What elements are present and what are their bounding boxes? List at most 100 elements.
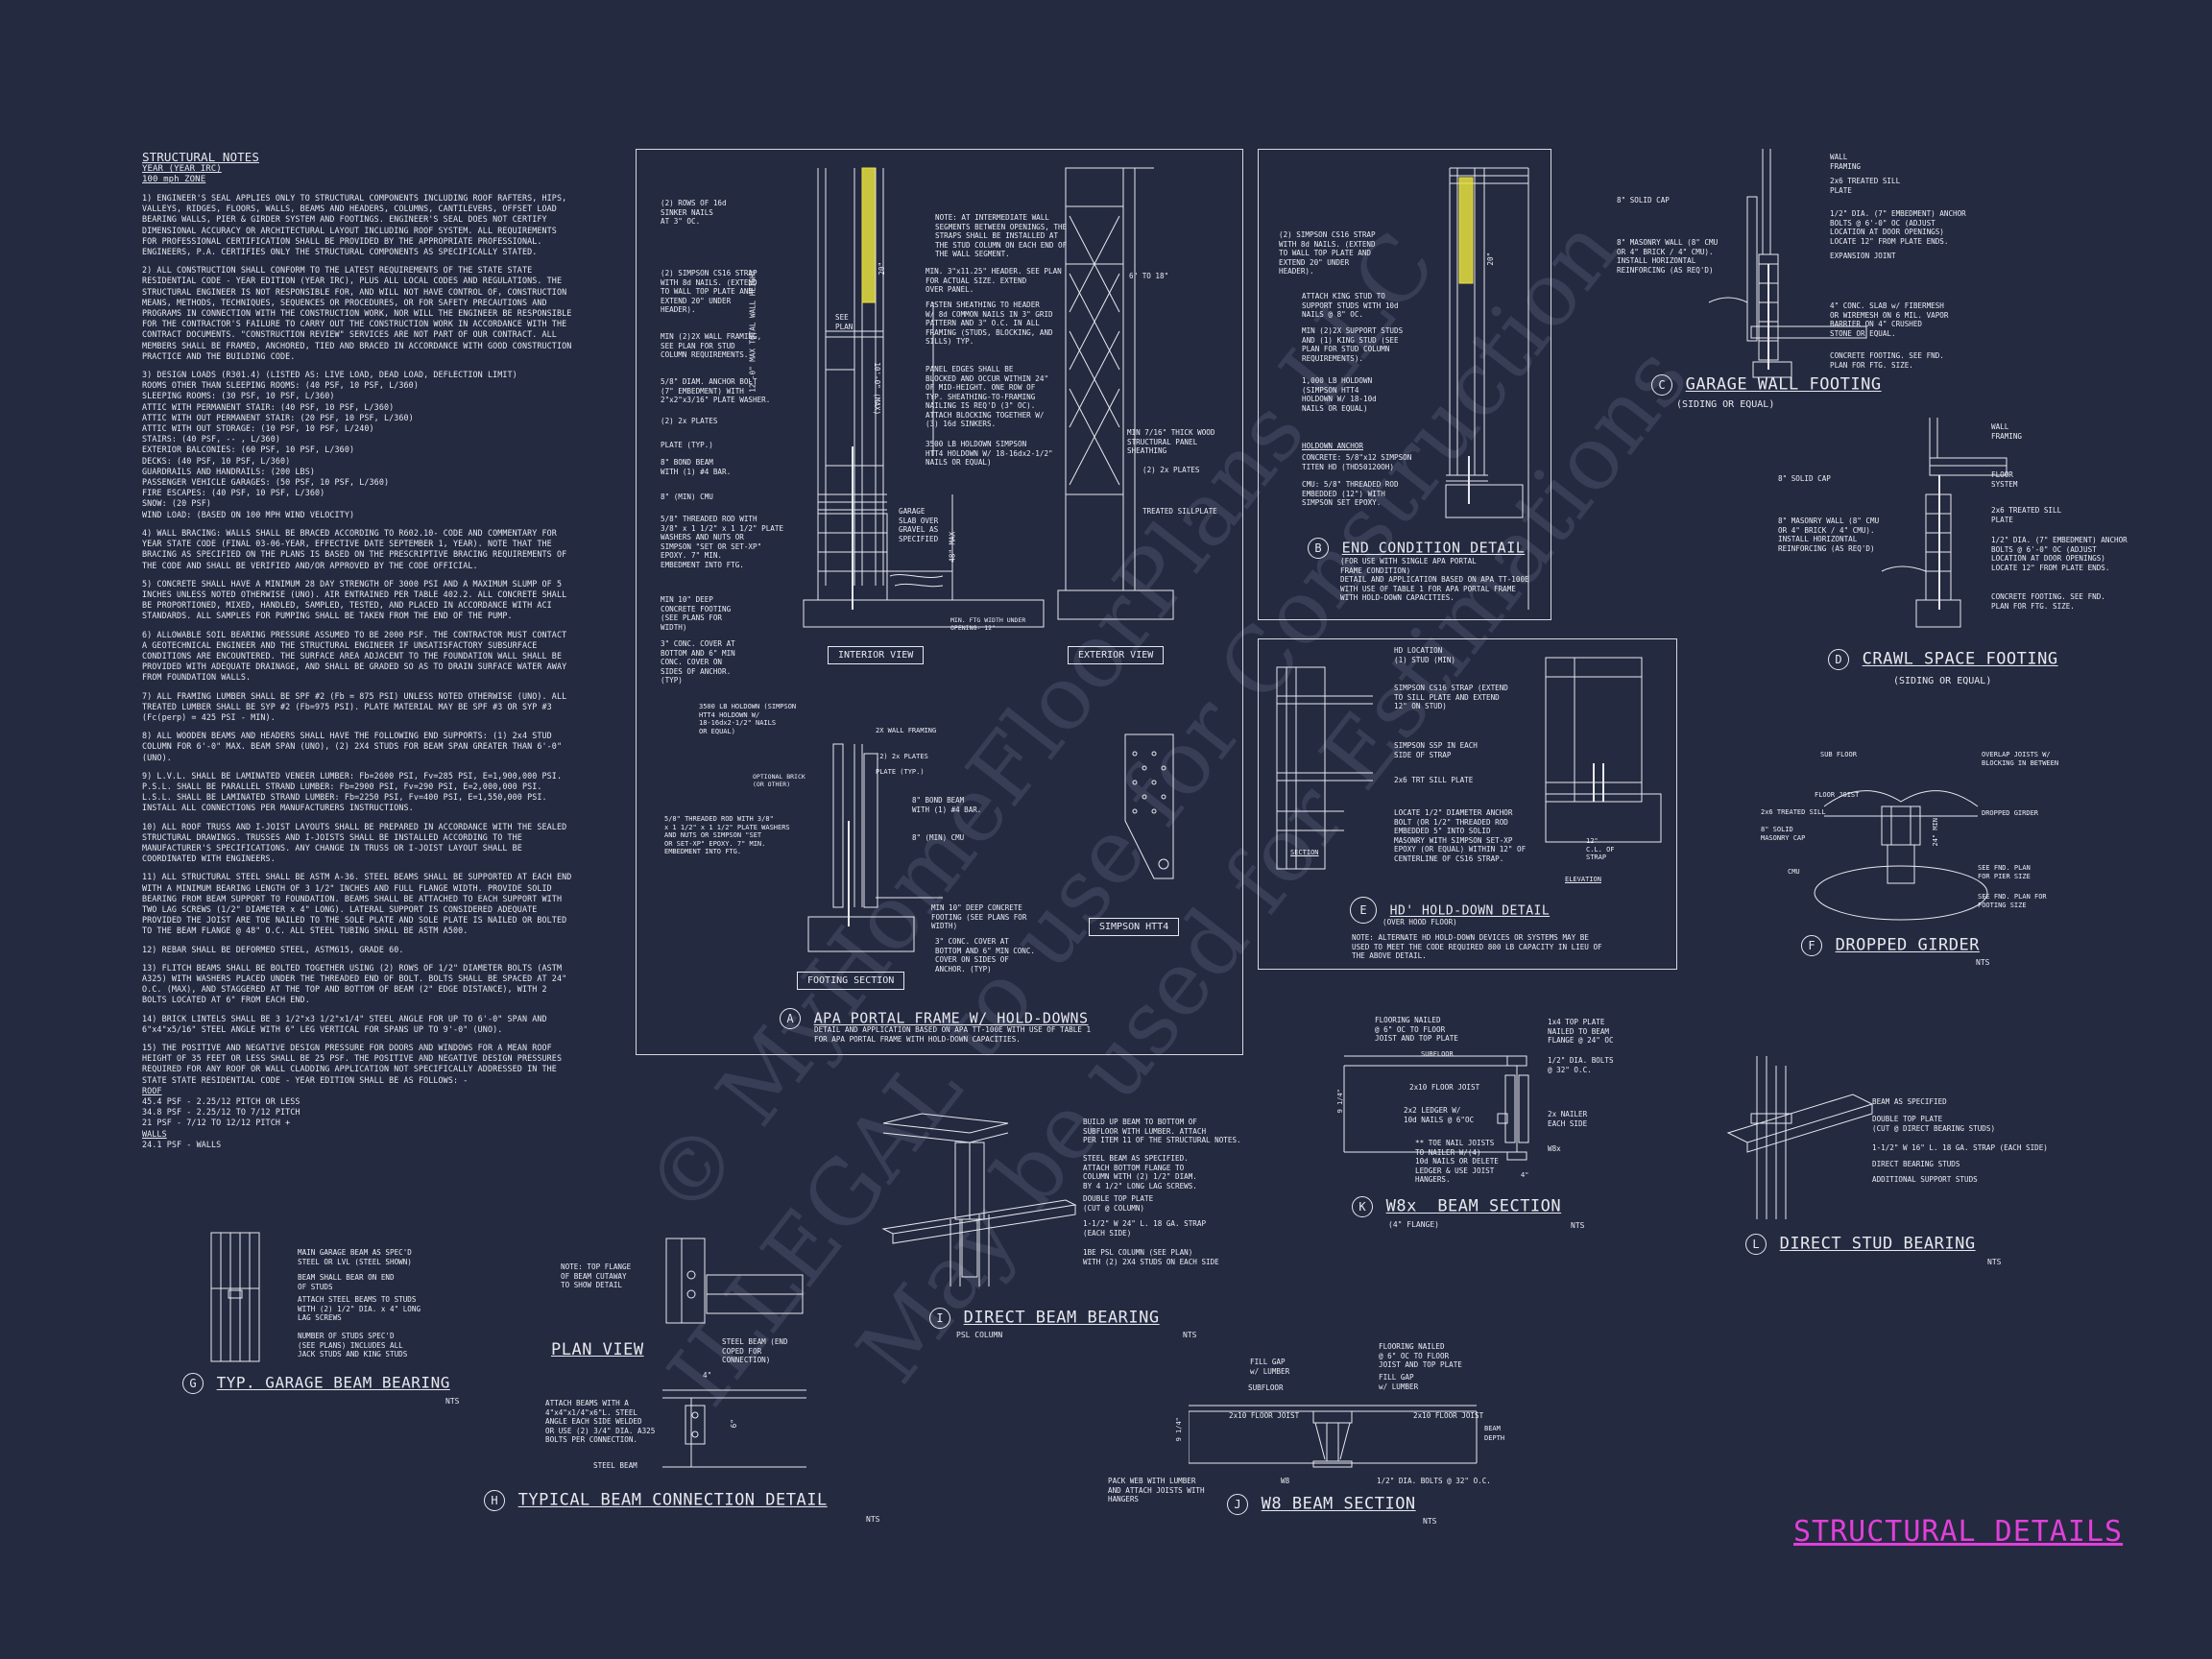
note-14: 14) BRICK LINTELS SHALL BE 3 1/2"x3 1/2"… (142, 1013, 547, 1034)
detail-b-label-2: ATTACH KING STUD TO SUPPORT STUDS WITH 1… (1302, 292, 1399, 319)
detail-a-footing-label-10: 3" CONC. COVER AT BOTTOM AND 6" MIN CONC… (935, 937, 1035, 974)
detail-j-label-5: 2x10 FLOOR JOIST (1229, 1411, 1300, 1420)
detail-j-label-8: W8 (1281, 1477, 1290, 1485)
detail-a-exterior-view: EXTERIOR VIEW (1068, 646, 1165, 664)
detail-a-title-block: A APA PORTAL FRAME W/ HOLD-DOWNS (780, 1008, 1089, 1029)
detail-e-label-5: LOCATE 1/2" DIAMETER ANCHOR BOLT (OR 1/2… (1394, 808, 1527, 863)
note-6: 6) ALLOWABLE SOIL BEARING PRESSURE ASSUM… (142, 629, 567, 683)
detail-a-simpson-htt4: SIMPSON HTT4 (1089, 918, 1180, 936)
wall-pressures: 24.1 PSF - WALLS (142, 1139, 222, 1149)
note-11: 11) ALL STRUCTURAL STEEL SHALL BE ASTM A… (142, 872, 572, 936)
detail-j-title-block: J W8 BEAM SECTION (1227, 1494, 1416, 1515)
detail-a-dim-10: 10'-0" (MAX) (873, 362, 882, 416)
detail-i-subtitle: PSL COLUMN (956, 1331, 1003, 1339)
detail-a-footing-label-8: 8" (MIN) CMU (912, 833, 965, 842)
detail-a-note-5: 3500 LB HOLDOWN SIMPSON HTT4 HOLDOWN W/ … (926, 440, 1053, 467)
detail-k-label-7: 1/2" DIA. BOLTS @ 32" O.C. (1548, 1056, 1614, 1074)
wall-pressure-heading: WALLS (142, 1128, 167, 1139)
detail-k-title: W8x BEAM SECTION (1385, 1196, 1562, 1216)
detail-j-dim-1: 9 1/4" (1174, 1417, 1183, 1442)
detail-c-label-7: 4" CONC. SLAB w/ FIBERMESH OR WIREMESH O… (1830, 301, 1949, 338)
detail-k-label-9: W8x (1548, 1144, 1561, 1153)
detail-g-label-3: ATTACH STEEL BEAMS TO STUDS WITH (2) 1/2… (298, 1295, 421, 1322)
note-8: 8) ALL WOODEN BEAMS AND HEADERS SHALL HA… (142, 731, 563, 762)
detail-g-title-block: G TYP. GARAGE BEAM BEARING (182, 1373, 450, 1394)
detail-k-label-4: 2x2 LEDGER W/ 10d NAILS @ 6"OC (1404, 1106, 1475, 1124)
detail-a-label-10: MIN 10" DEEP CONCRETE FOOTING (SEE PLANS… (661, 595, 732, 632)
detail-c-label-8: CONCRETE FOOTING. SEE FND. PLAN FOR FTG.… (1830, 351, 1944, 370)
detail-c-label-6: 8" MASONRY WALL (8" CMU OR 4" BRICK / 4"… (1617, 238, 1719, 275)
detail-e-section: SECTION (1290, 849, 1319, 856)
detail-d-label-6: 8" MASONRY WALL (8" CMU OR 4" BRICK / 4"… (1778, 517, 1880, 553)
detail-i-title-block: I DIRECT BEAM BEARING (929, 1308, 1160, 1329)
detail-h-nts: NTS (866, 1515, 880, 1524)
detail-a-dim-6: 6" TO 18" (1129, 272, 1169, 280)
detail-b-label-3: MIN (2)2X SUPPORT STUDS AND (1) KING STU… (1302, 326, 1404, 363)
detail-b-label-1: (2) SIMPSON CS16 STRAP WITH 8d NAILS. (E… (1279, 230, 1376, 276)
detail-a-interior-view: INTERIOR VIEW (828, 646, 925, 664)
structural-notes: STRUCTURAL NOTES YEAR (YEAR IRC) 100 mph… (142, 150, 574, 1150)
detail-d-title-block: D CRAWL SPACE FOOTING (1828, 649, 2058, 670)
detail-a-drawing (636, 149, 1243, 1055)
detail-a-footing-label-4: PLATE (TYP.) (876, 768, 925, 776)
detail-k-label-2: SUBFLOOR (1421, 1050, 1454, 1058)
detail-g-marker: G (182, 1373, 204, 1394)
detail-a-footing-label-5: OPTIONAL BRICK (OR OTHER) (753, 773, 805, 788)
detail-e-title: HD' HOLD-DOWN DETAIL (1389, 903, 1551, 919)
detail-a-label-11: 3" CONC. COVER AT BOTTOM AND 6" MIN CONC… (661, 639, 735, 685)
detail-i-title: DIRECT BEAM BEARING (963, 1308, 1160, 1328)
detail-l-label-1: BEAM AS SPECIFIED (1872, 1097, 1947, 1106)
detail-i-drawing (874, 1094, 1085, 1286)
note-12: 12) REBAR SHALL BE DEFORMED STEEL, ASTM6… (142, 944, 404, 954)
detail-h-dim-2: 6" (729, 1419, 738, 1429)
detail-b-title: END CONDITION DETAIL (1341, 539, 1526, 557)
detail-j-marker: J (1227, 1494, 1248, 1515)
detail-c-label-1: WALL FRAMING (1830, 153, 1862, 171)
note-5: 5) CONCRETE SHALL HAVE A MINIMUM 28 DAY … (142, 578, 567, 621)
detail-h-label-1: NOTE: TOP FLANGE OF BEAM CUTAWAY TO SHOW… (561, 1262, 632, 1289)
detail-k-label-8: 2x NAILER EACH SIDE (1548, 1110, 1588, 1128)
detail-h-label-2: STEEL BEAM (END COPED FOR CONNECTION) (722, 1337, 788, 1364)
detail-i-label-3: DOUBLE TOP PLATE (CUT @ COLUMN) (1083, 1194, 1154, 1213)
detail-k-label-3: 2x10 FLOOR JOIST (1409, 1083, 1480, 1092)
detail-f-title: DROPPED GIRDER (1835, 935, 1980, 955)
detail-j-title: W8 BEAM SECTION (1261, 1494, 1416, 1514)
detail-f-label-6: 8" SOLID MASONRY CAP (1761, 826, 1806, 842)
detail-l-marker: L (1745, 1234, 1767, 1255)
note-3: 3) DESIGN LOADS (R301.4) (LISTED AS: LIV… (142, 370, 517, 519)
detail-a-footing-label-7: 5/8" THREADED ROD WITH 3/8" x 1 1/2" x 1… (664, 815, 790, 856)
detail-i-nts: NTS (1183, 1331, 1197, 1339)
note-7: 7) ALL FRAMING LUMBER SHALL BE SPF #2 (F… (142, 690, 567, 722)
detail-a-label-4: 5/8" DIAM. ANCHOR BOLT (7" EMBEDMENT) WI… (661, 377, 771, 404)
detail-d-title: CRAWL SPACE FOOTING (1862, 649, 2058, 669)
detail-e-label-4: 2x6 TRT SILL PLATE (1394, 776, 1474, 784)
detail-d-label-3: 2x6 TREATED SILL PLATE (1991, 506, 2062, 524)
detail-f-label-8: SEE FND. PLAN FOR PIER SIZE (1978, 864, 2031, 880)
detail-l-drawing (1699, 1046, 1891, 1229)
detail-f-label-9: SEE FND. PLAN FOR FOOTING SIZE (1978, 893, 2047, 909)
detail-a-footing-label-1: 3500 LB HOLDOWN (SIMPSON HTT4 HOLDOWN W/… (699, 703, 797, 735)
note-2: 2) ALL CONSTRUCTION SHALL CONFORM TO THE… (142, 265, 572, 361)
detail-d-label-2: FLOOR SYSTEM (1991, 470, 2018, 489)
detail-a-note-9: TREATED SILLPLATE (1142, 507, 1217, 516)
detail-f-drawing (1814, 749, 1988, 921)
note-15: 15) THE POSITIVE AND NEGATIVE DESIGN PRE… (142, 1043, 563, 1085)
detail-l-label-5: ADDITIONAL SUPPORT STUDS (1872, 1175, 1978, 1184)
detail-e-elevation: ELEVATION (1565, 876, 1601, 883)
detail-c-title: GARAGE WALL FOOTING (1685, 374, 1882, 395)
detail-j-dim-2: BEAM DEPTH (1484, 1425, 1505, 1442)
detail-f-label-2: OVERLAP JOISTS W/ BLOCKING IN BETWEEN (1982, 751, 2059, 767)
detail-h-marker: H (484, 1490, 505, 1511)
detail-h-label-3: ATTACH BEAMS WITH A 4"x4"x1/4"x6"L. STEE… (545, 1399, 656, 1444)
detail-c-label-2: 2x6 TREATED SILL PLATE (1830, 177, 1901, 195)
detail-e-title-block: E HD' HOLD-DOWN DETAIL (1350, 897, 1550, 924)
note-9: 9) L.V.L. SHALL BE LAMINATED VENEER LUMB… (142, 770, 563, 813)
detail-a-label-9: 5/8" THREADED ROD WITH 3/8" x 1 1/2" x 1… (661, 515, 784, 569)
detail-f-label-3: FLOOR JOIST (1815, 791, 1860, 799)
detail-a-note-10: MIN. FTG WIDTH UNDER OPENING- 12" (950, 616, 1026, 632)
detail-g-label-1: MAIN GARAGE BEAM AS SPEC'D STEEL OR LVL … (298, 1248, 412, 1266)
detail-d-marker: D (1828, 649, 1849, 670)
detail-a-note-2: MIN. 3"x11.25" HEADER. SEE PLAN FOR ACTU… (926, 267, 1062, 294)
detail-h-plan-view: PLAN VIEW (551, 1340, 644, 1359)
detail-j-nts: NTS (1423, 1517, 1437, 1526)
